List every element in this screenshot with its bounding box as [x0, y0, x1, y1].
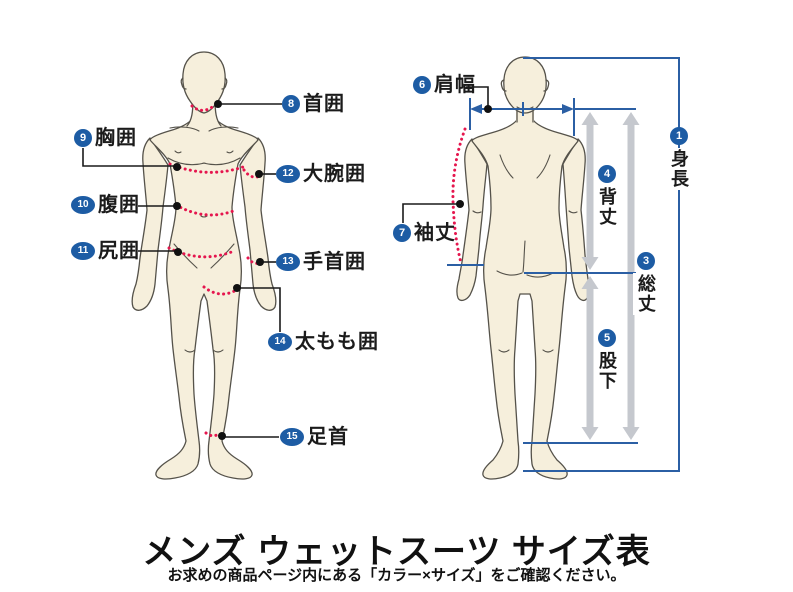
sleeve-length-line — [451, 127, 467, 265]
leader-lines — [82, 86, 489, 438]
label-upper-arm-girth: 12 大腕囲 — [276, 164, 366, 184]
badge-4: 4 — [598, 165, 616, 183]
shoulder-arrow-ticks — [469, 98, 575, 136]
badge-8: 8 — [282, 95, 300, 113]
badge-14: 14 — [268, 333, 292, 351]
badge-11: 11 — [71, 242, 95, 260]
badge-15: 15 — [280, 428, 304, 446]
badge-6: 6 — [413, 76, 431, 94]
front-left-arm — [131, 137, 169, 311]
front-head — [182, 51, 226, 114]
height-bracket — [523, 57, 680, 472]
back-left-arm — [456, 138, 488, 302]
badge-12: 12 — [276, 165, 300, 183]
total-length-arrow — [622, 112, 640, 440]
back-head — [503, 56, 547, 114]
leader-dots — [173, 100, 492, 440]
chest-girth-line — [168, 162, 245, 174]
label-ankle: 15 足首 — [280, 427, 349, 447]
label-inseam: 5 股下 — [594, 329, 620, 392]
wrist-girth-line — [246, 256, 263, 265]
badge-7: 7 — [393, 224, 411, 242]
blue-arrowheads — [470, 104, 574, 114]
label-sleeve-length: 7 袖丈 — [393, 223, 456, 243]
front-body-details — [167, 126, 241, 353]
back-right-arm — [562, 138, 590, 302]
badge-10: 10 — [71, 196, 95, 214]
label-chest-girth: 9 胸囲 — [74, 128, 137, 148]
inseam-arrow — [581, 276, 599, 440]
label-total-length: 3 総丈 — [633, 252, 659, 315]
back-torso-legs — [471, 119, 579, 480]
gray-dimension-arrows — [581, 112, 640, 440]
waist-girth-line — [174, 203, 238, 217]
label-hip-girth: 11 尻囲 — [71, 241, 140, 261]
page-title: メンズ ウェットスーツ サイズ表 — [142, 533, 651, 571]
back-body-details — [472, 106, 578, 353]
label-thigh-girth: 14 太もも囲 — [268, 332, 379, 352]
back-figure-illustration — [456, 56, 590, 480]
badge-13: 13 — [276, 253, 300, 271]
ankle-line — [204, 431, 221, 438]
label-waist-girth: 10 腹囲 — [71, 195, 140, 215]
badge-3: 3 — [637, 252, 655, 270]
upper-arm-girth-line — [242, 168, 264, 179]
label-shoulder-width: 6 肩幅 — [413, 75, 476, 95]
page-subtitle: お求めの商品ページ内にある「カラー×サイズ」をご確認ください。 — [167, 567, 626, 584]
back-length-arrow — [581, 112, 599, 270]
badge-1: 1 — [670, 127, 688, 145]
label-height: 1 身長 — [666, 127, 692, 190]
blue-dimension-lines — [447, 57, 680, 472]
front-figure-illustration — [131, 51, 277, 480]
label-wrist-girth: 13 手首囲 — [276, 252, 366, 272]
badge-9: 9 — [74, 129, 92, 147]
front-right-arm — [239, 137, 277, 311]
badge-5: 5 — [598, 329, 616, 347]
label-back-length: 4 背丈 — [594, 165, 620, 228]
label-neck-girth: 8 首囲 — [282, 94, 345, 114]
